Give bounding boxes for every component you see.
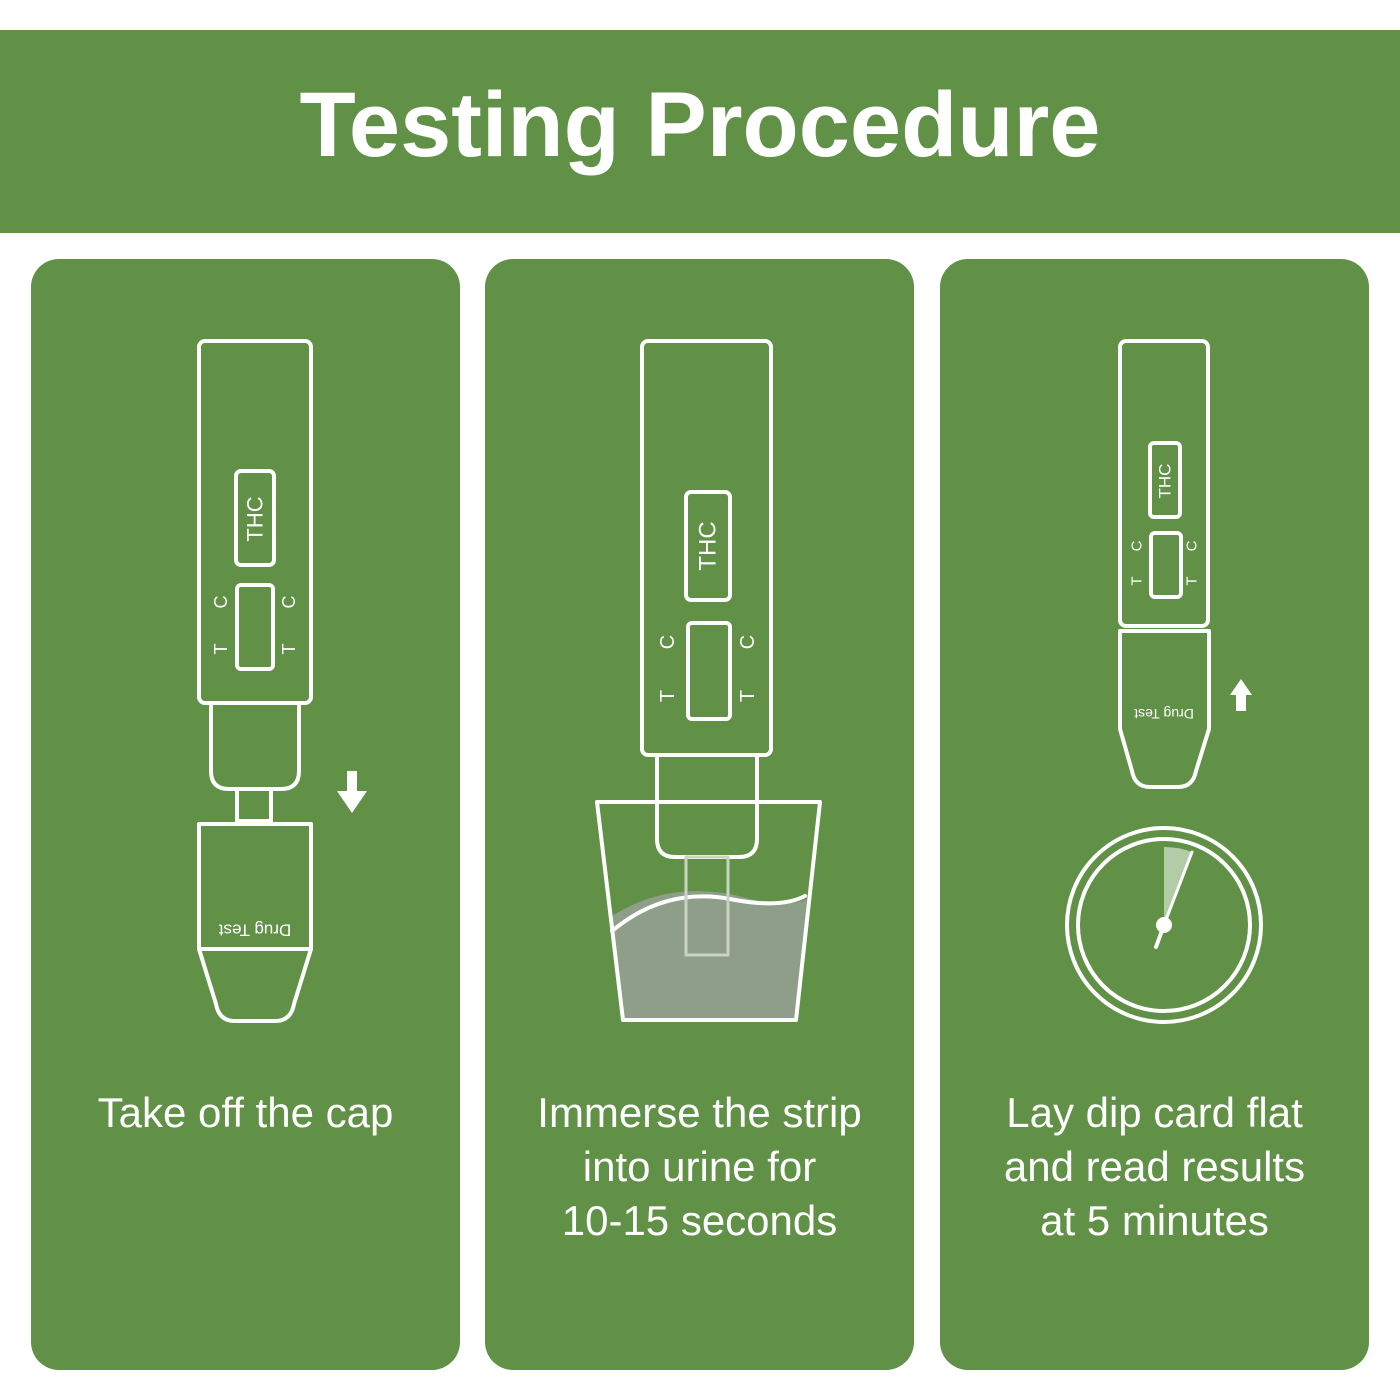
cap-label: Drug Test [1134,706,1194,722]
test-line-marker-right: T [279,644,299,655]
cap-label: Drug Test [219,921,292,940]
control-line-marker-left: C [211,596,231,609]
test-line-marker-left: T [211,644,231,655]
result-window [235,583,275,671]
arrow-up-icon [1230,679,1252,711]
device-cap [1118,629,1211,789]
drug-label-box [684,490,732,602]
step-1-illustration: THC C T C T Drug Test [197,339,367,1023]
timer-icon [1065,826,1263,1024]
drug-label-box [1148,441,1182,519]
control-line-marker-right: C [279,596,299,609]
drug-label-text: THC [1156,464,1175,499]
control-line-marker-left: C [1129,540,1146,551]
test-line-marker-right: T [1184,576,1201,585]
test-device-body [640,339,773,957]
step-panel-3: THC C T C T Drug Test Lay dip card flat … [940,259,1369,1370]
step-panel-2: THC C T C T Immerse the strip into urine… [485,259,914,1370]
step-2-illustration: THC C T C T [595,339,822,1022]
step-3-caption: Lay dip card flat and read results at 5 … [1003,1089,1306,1244]
arrow-down-icon [337,771,367,813]
control-line-marker-left: C [657,635,679,649]
liquid-surface [610,894,807,933]
step-3-illustration: THC C T C T Drug Test [1065,339,1263,1024]
cup-icon [595,800,822,1022]
result-window [1149,531,1183,599]
test-line-marker-left: T [1129,576,1146,585]
device-cap [197,822,313,1023]
test-device-body [197,339,313,823]
step-2-caption: Immerse the strip into urine for 10-15 s… [537,1089,862,1244]
result-window [686,621,732,721]
drug-label-box [234,469,276,567]
test-line-marker-right: T [737,690,759,702]
step-1-caption: Take off the cap [97,1089,394,1136]
step-panel-1: THC C T C T Drug Test Take off the cap [31,259,460,1370]
drug-label-text: THC [695,521,722,570]
drug-label-text: THC [243,496,268,541]
page-title: Testing Procedure [299,74,1101,176]
header-banner: Testing Procedure [0,30,1400,233]
control-line-marker-right: C [737,635,759,649]
test-device-body [1118,339,1210,628]
control-line-marker-right: C [1184,540,1201,551]
test-line-marker-left: T [657,690,679,702]
